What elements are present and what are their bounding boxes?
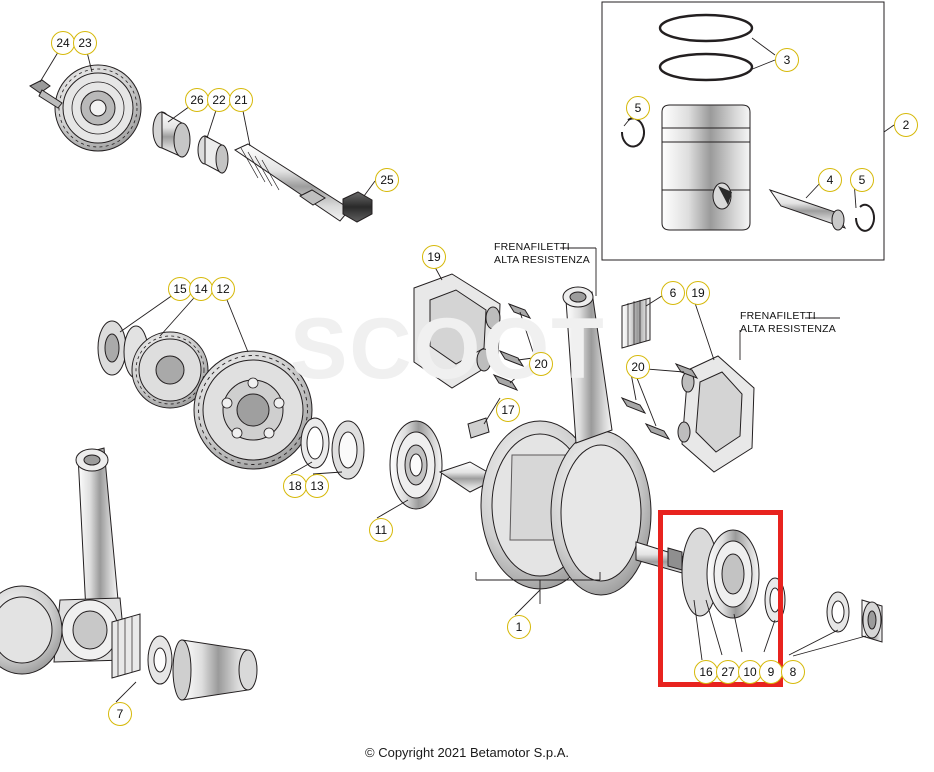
callout-26[interactable]: 26 — [185, 88, 209, 112]
highlight-box — [658, 510, 783, 687]
callout-19[interactable]: 19 — [686, 281, 710, 305]
callout-22[interactable]: 22 — [207, 88, 231, 112]
callout-17[interactable]: 17 — [496, 398, 520, 422]
callout-7[interactable]: 7 — [108, 702, 132, 726]
callout-9[interactable]: 9 — [759, 660, 783, 684]
note-line-1: FRENAFILETTI — [494, 241, 570, 253]
callout-18[interactable]: 18 — [283, 474, 307, 498]
callout-2[interactable]: 2 — [894, 113, 918, 137]
watermark-text: SCOOT — [290, 301, 606, 397]
callout-12[interactable]: 12 — [211, 277, 235, 301]
note-frenafiletti-2: FRENAFILETTI ALTA RESISTENZA — [740, 310, 836, 336]
callout-27[interactable]: 27 — [716, 660, 740, 684]
callout-4[interactable]: 4 — [818, 168, 842, 192]
callout-16[interactable]: 16 — [694, 660, 718, 684]
callout-11[interactable]: 11 — [369, 518, 393, 542]
callout-6[interactable]: 6 — [661, 281, 685, 305]
callout-24[interactable]: 24 — [51, 31, 75, 55]
callout-13[interactable]: 13 — [305, 474, 329, 498]
note-line-1: FRENAFILETTI — [740, 310, 816, 322]
copyright-text: © Copyright 2021 Betamotor S.p.A. — [365, 745, 569, 760]
callout-20[interactable]: 20 — [626, 355, 650, 379]
callout-15[interactable]: 15 — [168, 277, 192, 301]
callout-1[interactable]: 1 — [507, 615, 531, 639]
note-line-2: ALTA RESISTENZA — [740, 323, 836, 335]
callout-10[interactable]: 10 — [738, 660, 762, 684]
callout-14[interactable]: 14 — [189, 277, 213, 301]
callout-3[interactable]: 3 — [775, 48, 799, 72]
callout-21[interactable]: 21 — [229, 88, 253, 112]
note-frenafiletti-1: FRENAFILETTI ALTA RESISTENZA — [494, 241, 590, 267]
callout-5[interactable]: 5 — [626, 96, 650, 120]
callout-19[interactable]: 19 — [422, 245, 446, 269]
note-line-2: ALTA RESISTENZA — [494, 254, 590, 266]
callout-20[interactable]: 20 — [529, 352, 553, 376]
callout-23[interactable]: 23 — [73, 31, 97, 55]
callout-8[interactable]: 8 — [781, 660, 805, 684]
callout-5[interactable]: 5 — [850, 168, 874, 192]
callout-25[interactable]: 25 — [375, 168, 399, 192]
